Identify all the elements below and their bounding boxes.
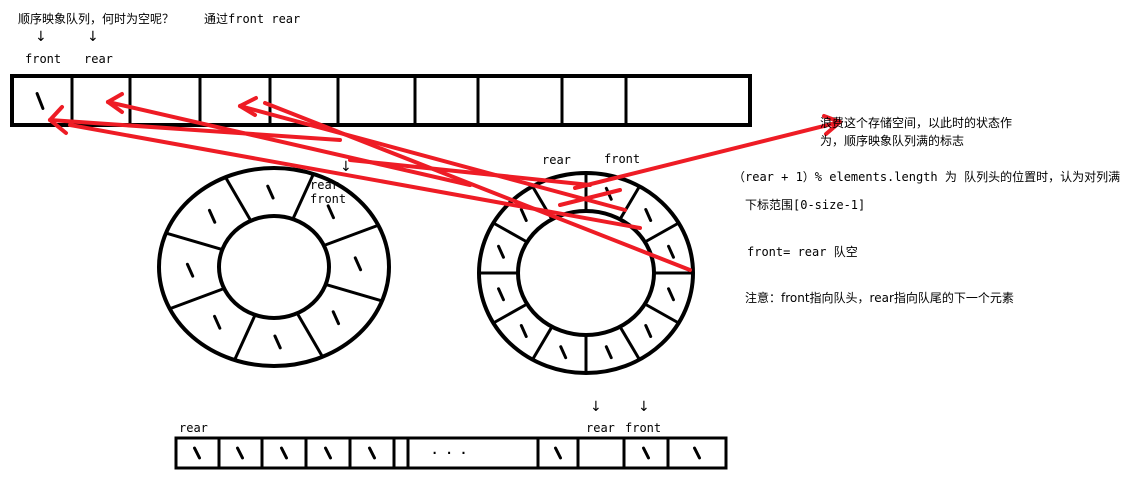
- note-waste-line2: 为，顺序映象队列满的标志: [820, 134, 965, 148]
- slash-mark: [353, 256, 363, 272]
- ring-segment-divider: [169, 287, 225, 311]
- slash-mark: [693, 446, 701, 460]
- note-remark: 注意：front指向队头，rear指向队尾的下一个元素: [745, 291, 1014, 305]
- ring-segment-divider: [644, 221, 680, 244]
- ring-segment-divider: [224, 176, 253, 222]
- ring-segment-divider: [618, 325, 641, 361]
- red-arrowhead: [48, 118, 68, 135]
- ring-segment-divider: [618, 185, 641, 221]
- array-outline: [174, 436, 728, 470]
- ring-segment-divider: [233, 314, 257, 361]
- slash-mark: [185, 262, 195, 278]
- bottom-rear-label-left: rear: [179, 421, 208, 435]
- red-arrow-line: [106, 100, 472, 187]
- slash-mark: [497, 244, 505, 259]
- red-arrowhead: [48, 105, 64, 122]
- slash-mark: [368, 446, 376, 460]
- slash-mark: [642, 446, 650, 460]
- red-annotation-arrows: [48, 92, 842, 272]
- ring-segment-divider: [165, 231, 223, 251]
- slash-mark: [644, 208, 653, 222]
- red-arrow-line: [263, 101, 692, 272]
- ring-segment-divider: [644, 302, 680, 325]
- red-arrow-line: [238, 104, 627, 212]
- slash-mark: [519, 324, 528, 338]
- red-arrow-line: [558, 188, 622, 207]
- bottom-front-label: front: [625, 421, 662, 435]
- slash-mark: [193, 446, 201, 460]
- right-ring-front-label: front: [604, 152, 641, 166]
- slash-mark: [236, 446, 244, 460]
- red-arrow-line: [68, 123, 642, 230]
- ring-segment-divider: [295, 312, 324, 358]
- title-answer: 通过front rear: [204, 12, 301, 26]
- down-arrow-icon: ↓: [87, 29, 99, 45]
- slash-mark: [326, 204, 335, 220]
- ring-segment-divider: [325, 283, 383, 303]
- slash-mark: [667, 244, 675, 259]
- slash-mark: [667, 287, 675, 302]
- note-index-range: 下标范围[0-size-1]: [745, 198, 866, 212]
- array-outline: [10, 74, 752, 127]
- slash-mark: [207, 208, 217, 224]
- slash-mark: [280, 446, 288, 460]
- down-arrow-icon: ↓: [638, 399, 650, 415]
- right-ring-queue: [477, 171, 695, 375]
- slash-mark: [324, 446, 332, 460]
- slash-mark: [604, 345, 613, 360]
- bottom-ellipsis: · · ·: [431, 446, 468, 460]
- top-front-label: front: [25, 52, 62, 66]
- top-rear-label: rear: [84, 52, 113, 66]
- ring-segment-divider: [492, 302, 528, 325]
- down-arrow-icon: ↓: [340, 159, 352, 175]
- ring-segment-divider: [291, 173, 315, 220]
- left-ring-rear-label: rear: [310, 178, 339, 192]
- note-waste-line1: 浪费这个存储空间，以此时的状态作: [820, 116, 1013, 130]
- ring-segment-divider: [531, 325, 554, 361]
- bottom-rear-label-right: rear: [586, 421, 615, 435]
- note-full-condition: （rear + 1）% elements.length 为 队列头的位置时，认为…: [733, 170, 1121, 184]
- note-empty-condition: front= rear 队空: [747, 245, 858, 259]
- slash-mark: [35, 92, 45, 110]
- down-arrow-icon: ↓: [590, 399, 602, 415]
- right-ring-rear-label: rear: [542, 153, 571, 167]
- left-ring-front-label: front: [310, 192, 347, 206]
- red-arrow-line: [348, 158, 592, 187]
- red-arrowhead: [824, 120, 842, 136]
- red-arrowhead: [106, 100, 124, 114]
- red-arrowhead: [822, 114, 842, 124]
- slash-mark: [331, 310, 341, 326]
- red-arrow-line: [48, 118, 342, 142]
- ring-segment-divider: [492, 221, 528, 244]
- slash-mark: [213, 314, 222, 330]
- slash-mark: [519, 208, 528, 222]
- ring-outer-circle: [157, 166, 391, 368]
- slash-mark: [273, 334, 282, 350]
- slash-mark: [644, 324, 653, 338]
- down-arrow-icon: ↓: [35, 29, 47, 45]
- left-ring-queue: [157, 166, 391, 368]
- ring-segment-divider: [323, 223, 379, 247]
- red-arrowhead: [106, 92, 124, 104]
- red-arrowhead: [238, 104, 257, 117]
- title-question: 顺序映象队列，何时为空呢？: [18, 12, 175, 26]
- ring-inner-circle: [217, 214, 331, 320]
- slash-mark: [554, 446, 562, 460]
- bottom-array: [174, 436, 728, 470]
- red-arrow-line: [573, 120, 842, 190]
- top-array: [10, 74, 752, 127]
- red-arrowhead: [238, 96, 258, 108]
- slash-mark: [266, 184, 275, 200]
- slash-mark: [497, 287, 505, 302]
- slash-mark: [559, 345, 568, 360]
